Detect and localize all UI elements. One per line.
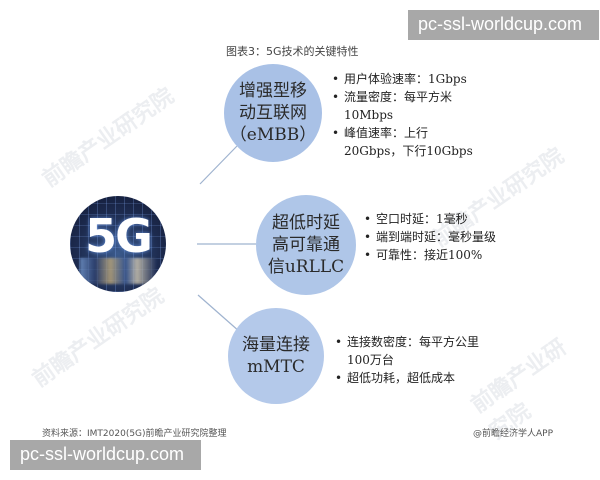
node-mmtc-bubble: 海量连接 mMTC bbox=[228, 308, 324, 404]
feature-item: 端到端时延：毫秒量级 bbox=[364, 228, 514, 246]
connector-embb bbox=[199, 145, 238, 185]
feature-item: 超低功耗，超低成本 bbox=[335, 369, 485, 387]
node-urllc-bubble: 超低时延 高可靠通 信uRLLC bbox=[256, 195, 356, 295]
connector-mmtc bbox=[197, 294, 241, 333]
urllc-feature-list: 空口时延：1毫秒 端到端时延：毫秒量级 可靠性：接近100% bbox=[364, 210, 514, 264]
feature-item: 连接数密度：每平方公里100万台 bbox=[335, 333, 485, 369]
node-label-line: 超低时延 bbox=[272, 213, 340, 233]
feature-item: 可靠性：接近100% bbox=[364, 246, 514, 264]
node-label-line: 海量连接 bbox=[242, 335, 310, 355]
5g-center-image: 5G bbox=[70, 196, 166, 292]
source-note: 资料来源：IMT2020(5G)前瞻产业研究院整理 bbox=[42, 429, 227, 439]
mmtc-feature-list: 连接数密度：每平方公里100万台 超低功耗，超低成本 bbox=[335, 333, 485, 387]
node-label-line: mMTC bbox=[247, 357, 305, 377]
node-label-line: 增强型移 bbox=[239, 81, 307, 101]
feature-item: 空口时延：1毫秒 bbox=[364, 210, 514, 228]
node-embb-bubble: 增强型移 动互联网 （eMBB） bbox=[224, 64, 322, 162]
credit-note: @前瞻经济学人APP bbox=[473, 429, 554, 439]
5g-label: 5G bbox=[85, 209, 153, 263]
node-label-line: 高可靠通 bbox=[272, 235, 340, 255]
feature-item: 用户体验速率：1Gbps bbox=[332, 70, 482, 88]
feature-item: 峰值速率：上行20Gbps，下行10Gbps bbox=[332, 124, 482, 160]
node-label-line: 信uRLLC bbox=[267, 257, 345, 277]
url-watermark-bottom: pc-ssl-worldcup.com bbox=[10, 440, 201, 470]
node-label-line: （eMBB） bbox=[229, 125, 317, 145]
url-watermark-top: pc-ssl-worldcup.com bbox=[408, 10, 599, 40]
node-label-line: 动互联网 bbox=[239, 103, 307, 123]
city-lights-decoration bbox=[80, 258, 156, 284]
figure-title: 图表3：5G技术的关键特性 bbox=[226, 45, 359, 58]
feature-item: 流量密度：每平方米10Mbps bbox=[332, 88, 482, 124]
embb-feature-list: 用户体验速率：1Gbps 流量密度：每平方米10Mbps 峰值速率：上行20Gb… bbox=[332, 70, 482, 160]
